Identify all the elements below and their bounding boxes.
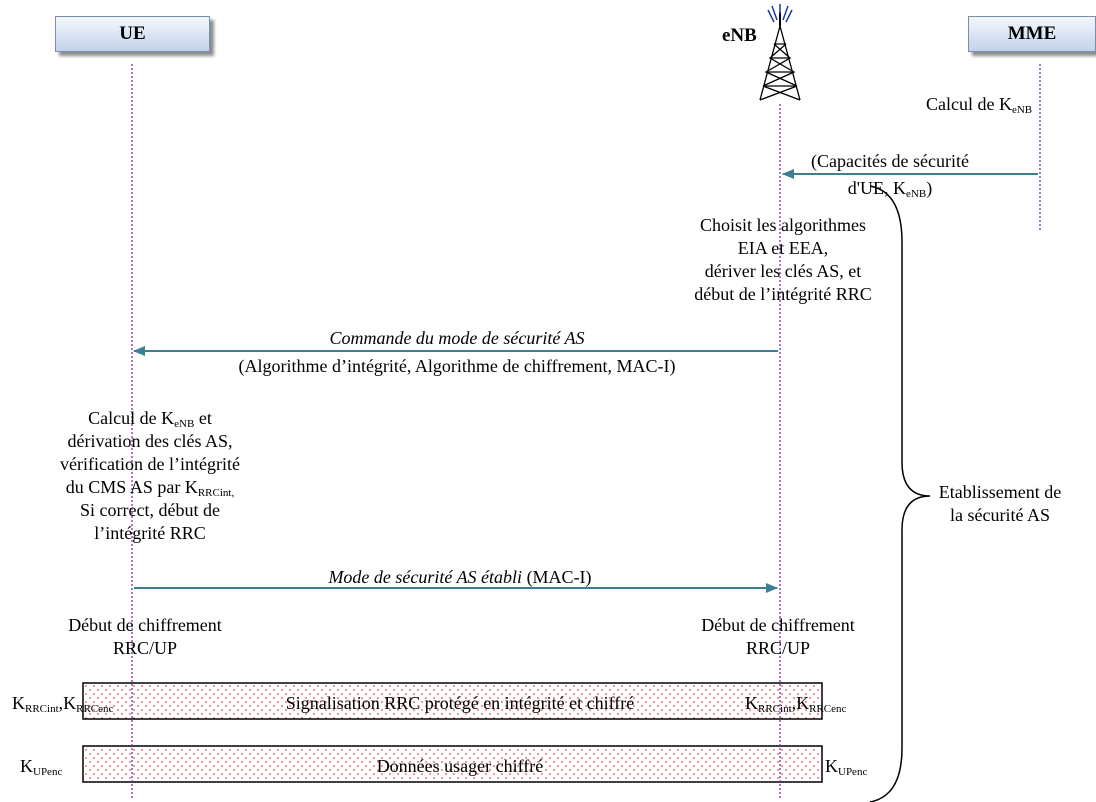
ue-note: Calcul de KeNB et dérivation des clés AS… — [60, 408, 240, 543]
mme-calc-label: Calcul de KeNB — [926, 94, 1033, 116]
ue-entity: UE — [55, 16, 210, 52]
enb-label: eNB — [722, 25, 757, 46]
curly-brace — [869, 185, 931, 802]
box2-right-key: KUPenc — [825, 756, 868, 778]
radio-waves-icon — [767, 4, 793, 23]
box1-right-keys: KRRCint,KRRCenc — [745, 693, 847, 715]
ue-cipher-start: Début de chiffrement RRC/UP — [68, 615, 222, 658]
mme-entity: MME — [968, 16, 1096, 52]
security-establishment-label: Etablissement de la sécurité AS — [938, 482, 1062, 525]
msg2-params: (Algorithme d’intégrité, Algorithme de c… — [238, 356, 676, 376]
box2-left-key: KUPenc — [20, 756, 63, 778]
box1-left-keys: KRRCint,KRRCenc — [12, 693, 114, 715]
msg3-label: Mode de sécurité AS établi (MAC-I) — [328, 567, 592, 587]
protected-signalling-box — [82, 682, 823, 720]
encrypted-data-box — [82, 745, 823, 783]
box1-label: Signalisation RRC protégé en intégrité e… — [285, 693, 635, 713]
msg1-label: (Capacités de sécurité d'UE, KeNB) — [811, 151, 969, 200]
msg2-title: Commande du mode de sécurité AS — [329, 328, 585, 348]
enb-note: Choisit les algorithmes EIA et EEA, déri… — [694, 215, 872, 304]
antenna-tower-icon — [759, 12, 801, 101]
enb-cipher-start: Début de chiffrement RRC/UP — [701, 615, 855, 658]
box2-label: Données usager chiffré — [376, 756, 544, 776]
